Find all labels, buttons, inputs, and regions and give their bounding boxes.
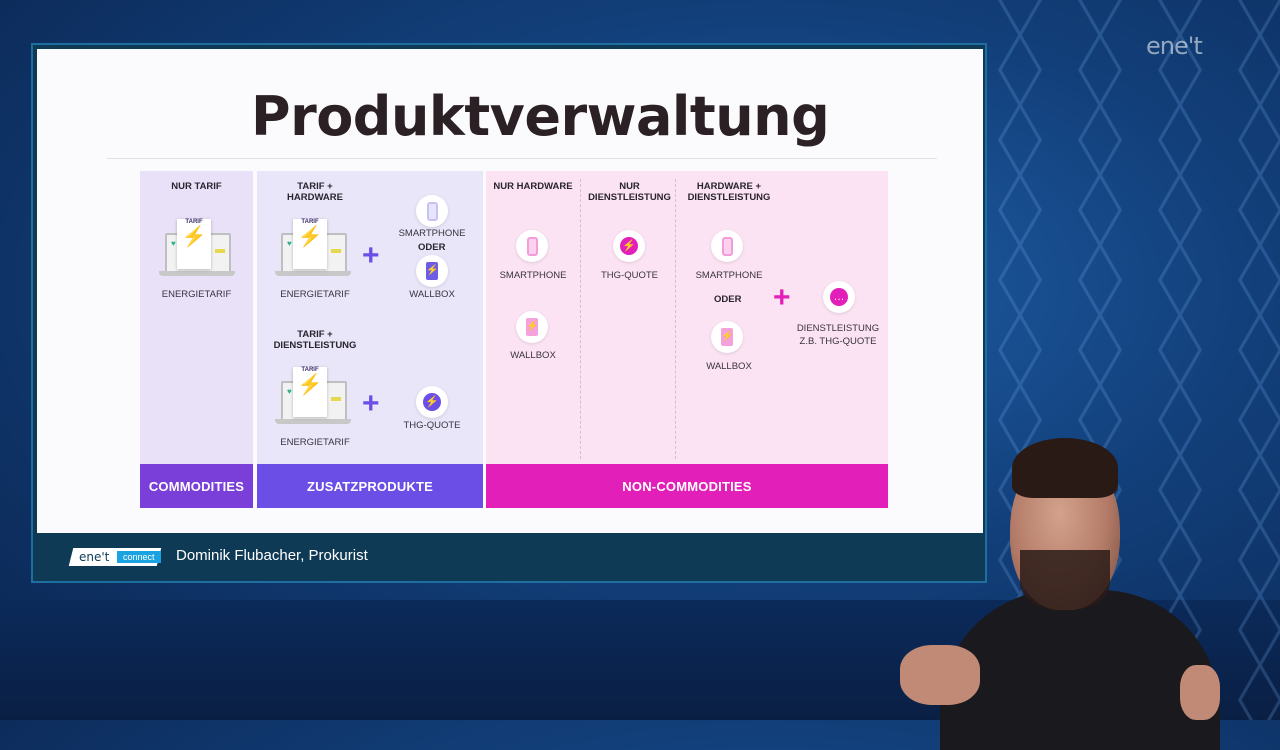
title-divider (107, 158, 937, 159)
presenter-name: Dominik Flubacher, Prokurist (176, 547, 368, 564)
oder-label: ODER (714, 294, 742, 305)
oder-label: ODER (418, 242, 446, 253)
enet-connect-logo: ene't connect (68, 548, 162, 566)
column-separator (580, 179, 581, 459)
band-commodities: COMMODITIES (140, 464, 253, 508)
commodities-column (140, 171, 253, 464)
label-smartphone: SMARTPHONE (695, 270, 763, 281)
smartphone-icon (711, 230, 743, 262)
column-separator (675, 179, 676, 459)
band-non-commodities: NON-COMMODITIES (486, 464, 888, 508)
corner-logo: ene't (1146, 32, 1203, 60)
energietarif-laptop-icon: ♥ TARIF⚡ (159, 219, 235, 279)
plus-icon: + (362, 387, 380, 420)
wallbox-icon: ⚡ (711, 321, 743, 353)
label-smartphone: SMARTPHONE (398, 228, 466, 239)
energietarif-laptop-icon: ♥ TARIF⚡ (275, 367, 351, 427)
smartphone-icon (416, 195, 448, 227)
label-energietarif: ENERGIETARIF (280, 437, 350, 448)
presentation-screen: Produktverwaltung NUR TARIF ♥ TARIF⚡ ENE… (31, 43, 987, 583)
slide: Produktverwaltung NUR TARIF ♥ TARIF⚡ ENE… (37, 49, 983, 533)
label-thg-quote: THG-QUOTE (403, 420, 461, 431)
wallbox-icon: ⚡ (516, 311, 548, 343)
plus-icon: + (362, 239, 380, 272)
header-hardware-dienstleistung: HARDWARE + DIENSTLEISTUNG (687, 181, 771, 203)
plus-icon: + (773, 281, 791, 314)
presenter-video (900, 430, 1220, 750)
lower-third: ene't connect Dominik Flubacher, Prokuri… (37, 535, 983, 579)
label-wallbox: WALLBOX (510, 350, 556, 361)
thg-quote-icon: ⚡ (613, 230, 645, 262)
label-dienstleistung-zb-thg-quote: DIENSTLEISTUNG Z.B. THG-QUOTE (796, 323, 880, 347)
header-nur-hardware: NUR HARDWARE (493, 181, 573, 192)
label-energietarif: ENERGIETARIF (161, 289, 232, 300)
header-nur-tarif: NUR TARIF (171, 181, 222, 192)
label-wallbox: WALLBOX (706, 361, 752, 372)
label-energietarif: ENERGIETARIF (280, 289, 350, 300)
non-commodities-column (486, 171, 888, 464)
label-wallbox: WALLBOX (409, 289, 455, 300)
header-tarif-dienstleistung: TARIF + DIENSTLEISTUNG (273, 329, 357, 351)
smartphone-icon (516, 230, 548, 262)
thg-quote-icon: ⚡ (416, 386, 448, 418)
header-tarif-hardware: TARIF + HARDWARE (287, 181, 343, 203)
service-chat-icon: … (823, 281, 855, 313)
label-thg-quote: THG-QUOTE (601, 270, 658, 281)
header-nur-dienstleistung: NUR DIENSTLEISTUNG (588, 181, 671, 203)
label-smartphone: SMARTPHONE (499, 270, 567, 281)
slide-title: Produktverwaltung (251, 85, 830, 148)
wallbox-icon: ⚡ (416, 255, 448, 287)
energietarif-laptop-icon: ♥ TARIF⚡ (275, 219, 351, 279)
band-zusatzprodukte: ZUSATZPRODUKTE (257, 464, 483, 508)
